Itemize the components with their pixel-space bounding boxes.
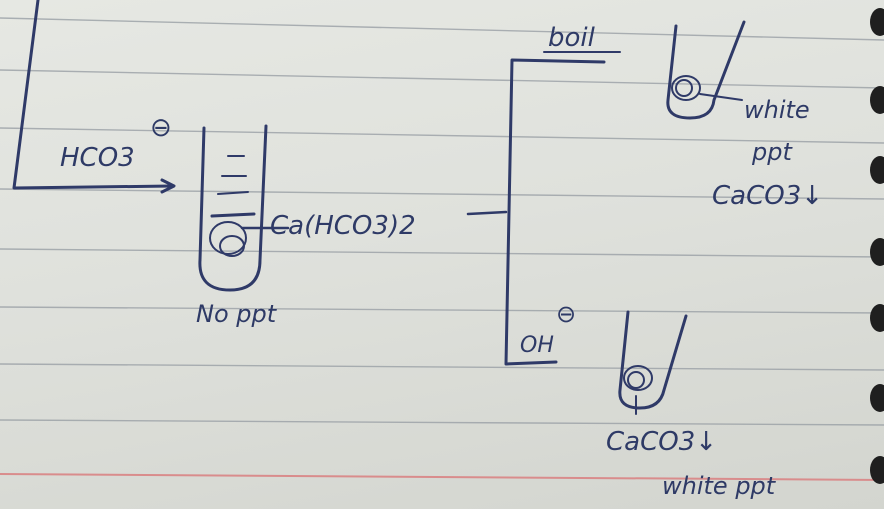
step-top-label: boil: [548, 23, 596, 53]
branch-bracket: [506, 60, 604, 364]
ruled-lines: [0, 18, 884, 425]
compound-connector: [468, 212, 506, 214]
product-bottom-label: CaCO3↓: [606, 427, 717, 457]
observation-middle-label: No ppt: [196, 300, 278, 328]
binding-holes: [870, 8, 884, 484]
test-tube-bottom: [620, 312, 686, 414]
ion-left-label: HCO3: [60, 143, 135, 173]
observation-top-line1: white: [744, 96, 810, 124]
reagent-bottom-charge: ⊖: [556, 300, 576, 328]
test-tube-middle: [200, 126, 266, 290]
compound-middle-label: Ca(HCO3)2: [270, 211, 416, 241]
product-top-label: CaCO3↓: [712, 181, 823, 211]
ion-left-charge: ⊖: [150, 113, 172, 143]
observation-top-line2: ppt: [751, 138, 793, 166]
reagent-bottom-label: OH: [520, 333, 554, 358]
observation-bottom-label: white ppt: [662, 472, 777, 500]
